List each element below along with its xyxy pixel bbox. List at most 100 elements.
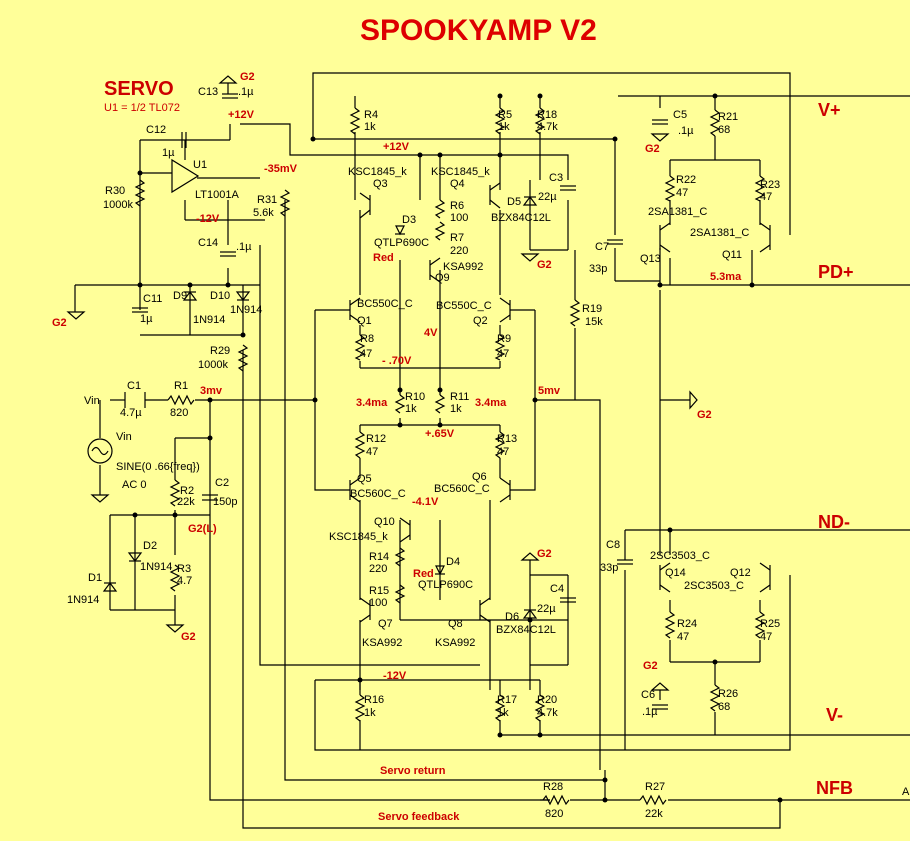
ref-d1: D1	[88, 572, 102, 584]
val-r14: 220	[369, 563, 387, 575]
ann-i10: 3.4ma	[356, 397, 388, 409]
val-q14: 2SC3503_C	[650, 550, 710, 562]
val-q5: BC560C_C	[350, 488, 406, 500]
ref-r23: R23	[760, 179, 780, 191]
ref-r31: R31	[257, 194, 277, 206]
servo-heading: SERVO	[104, 78, 174, 100]
ann-top-rail: +12V	[383, 141, 410, 153]
val-r2: 22k	[177, 496, 195, 508]
val-c8: 33p	[600, 562, 618, 574]
port-vplus: V+	[818, 100, 841, 120]
ref-r28: R28	[543, 781, 563, 793]
val-q3: KSC1845_k	[348, 166, 407, 178]
ref-q3: Q3	[373, 178, 388, 190]
port-vminus: V-	[826, 705, 843, 725]
ref-d3: D3	[402, 214, 416, 226]
gnd-label-servo: G2	[52, 317, 67, 329]
ref-c13: C13	[198, 86, 218, 98]
val-d9: 1N914	[193, 314, 225, 326]
source-name: Vin	[116, 431, 132, 443]
ref-q11: Q11	[722, 249, 742, 261]
val-r23: 47	[760, 191, 772, 203]
val-d3: QTLP690C	[374, 237, 429, 249]
ref-d5: D5	[507, 196, 521, 208]
val-q2: BC550C_C	[436, 300, 492, 312]
ref-r29: R29	[210, 345, 230, 357]
val-d4: QTLP690C	[418, 579, 473, 591]
gnd-label-c13: G2	[240, 71, 255, 83]
ref-q5: Q5	[357, 473, 372, 485]
val-r28: 820	[545, 808, 563, 820]
ref-q4: Q4	[450, 178, 465, 190]
ann-u1-vminus: -12V	[196, 213, 220, 225]
val-r31: 5.6k	[253, 207, 274, 219]
val-q10: KSC1845_k	[329, 531, 388, 543]
ref-r11: R11	[450, 391, 469, 403]
servo-subtitle: U1 = 1/2 TL072	[104, 102, 180, 114]
ref-r18: R18	[537, 109, 557, 121]
val-r24: 47	[677, 631, 689, 643]
val-r22: 47	[676, 187, 688, 199]
ref-c11: C11	[143, 293, 162, 305]
val-q4: KSC1845_k	[431, 166, 490, 178]
capacitor-symbols	[124, 93, 668, 710]
schematic-title: SPOOKYAMP V2	[360, 14, 597, 47]
ref-d2: D2	[143, 540, 157, 552]
ref-r17: R17	[497, 694, 517, 706]
gnd-label-r3: G2	[181, 631, 196, 643]
val-r11: 1k	[450, 403, 462, 415]
val-c14: .1µ	[236, 241, 252, 253]
ann-d4-color: Red	[413, 568, 434, 580]
ref-r26: R26	[718, 688, 738, 700]
source-labels: Vin Vin SINE(0 .66{freq}) AC 0	[84, 395, 200, 491]
source-spec2: AC 0	[122, 479, 146, 491]
ann-d3-color: Red	[373, 252, 394, 264]
ref-q1: Q1	[357, 315, 372, 327]
ref-r3: R3	[177, 563, 191, 575]
ann-u1-vplus: +12V	[228, 109, 255, 121]
ref-r5: R5	[498, 109, 512, 121]
gnd-label-mid: G2	[697, 409, 712, 421]
ref-c14: C14	[198, 237, 218, 249]
ref-c3: C3	[549, 172, 563, 184]
ref-r12: R12	[366, 433, 386, 445]
val-r10: 1k	[405, 403, 417, 415]
edge-label: A	[902, 786, 910, 798]
ref-r9: R9	[497, 333, 511, 345]
ref-r2: R2	[180, 485, 194, 497]
val-r16: 1k	[364, 707, 376, 719]
val-c4: 22µ	[537, 603, 556, 615]
ref-r24: R24	[677, 618, 697, 630]
val-r19: 15k	[585, 316, 603, 328]
ref-r13: R13	[497, 433, 517, 445]
ref-d10: D10	[210, 290, 230, 302]
junction-dots	[132, 93, 783, 803]
ref-r14: R14	[369, 551, 389, 563]
diode-symbols	[102, 196, 538, 619]
ref-q10: Q10	[374, 516, 395, 528]
val-c3: 22µ	[538, 191, 557, 203]
ref-r19: R19	[582, 303, 602, 315]
val-c13: .1µ	[238, 86, 254, 98]
ref-r1: R1	[174, 380, 188, 392]
ref-d6: D6	[505, 611, 519, 623]
val-q1: BC550C_C	[357, 298, 413, 310]
ref-r16: R16	[364, 694, 384, 706]
input-net-label: Vin	[84, 395, 100, 407]
component-labels: C13 .1µ C12 1µ U1 LT1001A R30 1000k R31 …	[67, 86, 780, 820]
ann-u1-out: -35mV	[264, 163, 298, 175]
val-r4: 1k	[364, 121, 376, 133]
ref-c7: C7	[595, 241, 609, 253]
ref-r20: R20	[537, 694, 557, 706]
val-q8: KSA992	[435, 637, 475, 649]
port-ndminus: ND-	[818, 512, 850, 532]
val-r3: 4.7	[177, 575, 192, 587]
ref-r25: R25	[760, 618, 780, 630]
val-c5: .1µ	[678, 125, 694, 137]
ref-q6: Q6	[472, 471, 487, 483]
gnd-label-c5: G2	[645, 143, 660, 155]
ref-d4: D4	[446, 556, 460, 568]
ground-symbols	[66, 75, 698, 691]
ref-c8: C8	[606, 539, 620, 551]
ref-q12: Q12	[730, 567, 751, 579]
